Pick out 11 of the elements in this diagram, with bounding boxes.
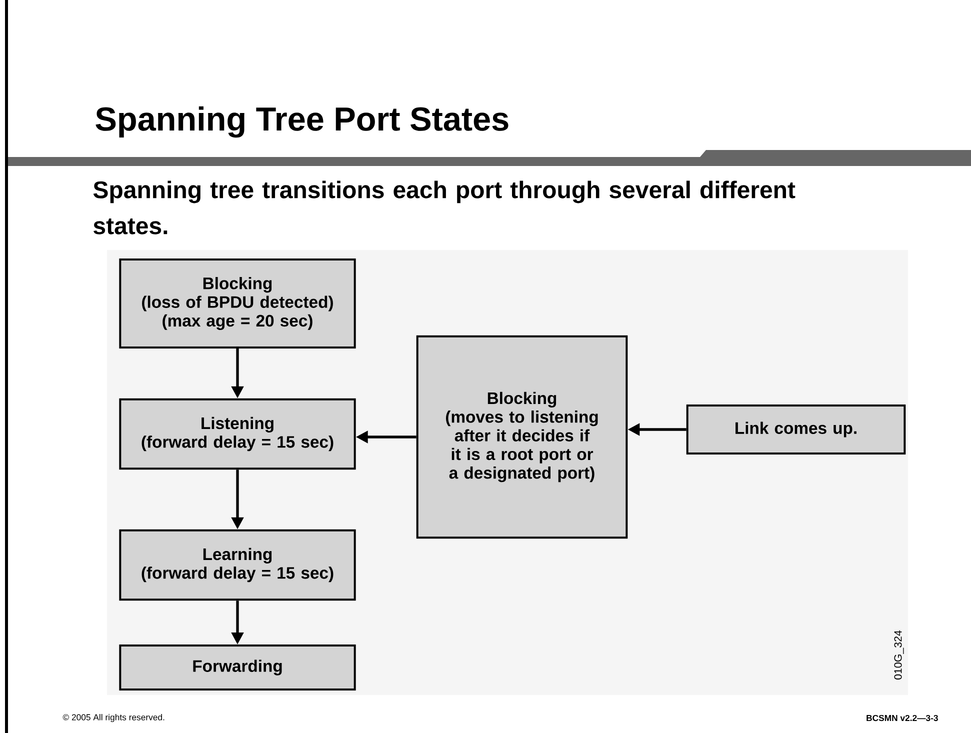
copyright-notice: © 2005 All rights reserved.: [62, 714, 164, 722]
title: Spanning Tree Port States: [96, 106, 508, 138]
state-box: Listening (forward delay = 15 sec): [119, 398, 356, 470]
state-box: Link comes up.: [686, 404, 906, 454]
state-box: Blocking (moves to listening after it decides if it is a root port or a designated port): [416, 335, 628, 539]
course-code: BCSMN v2.2—3-3: [866, 714, 938, 722]
state-box: Forwarding: [119, 644, 356, 690]
subtitle: Spanning tree transitions each port through several different states.: [93, 180, 796, 234]
figure-code: 010G_324: [894, 630, 904, 680]
state-box: Learning (forward delay = 15 sec): [119, 529, 356, 601]
state-box: Blocking (loss of BPDU detected) (max age = 20 sec): [119, 258, 356, 348]
